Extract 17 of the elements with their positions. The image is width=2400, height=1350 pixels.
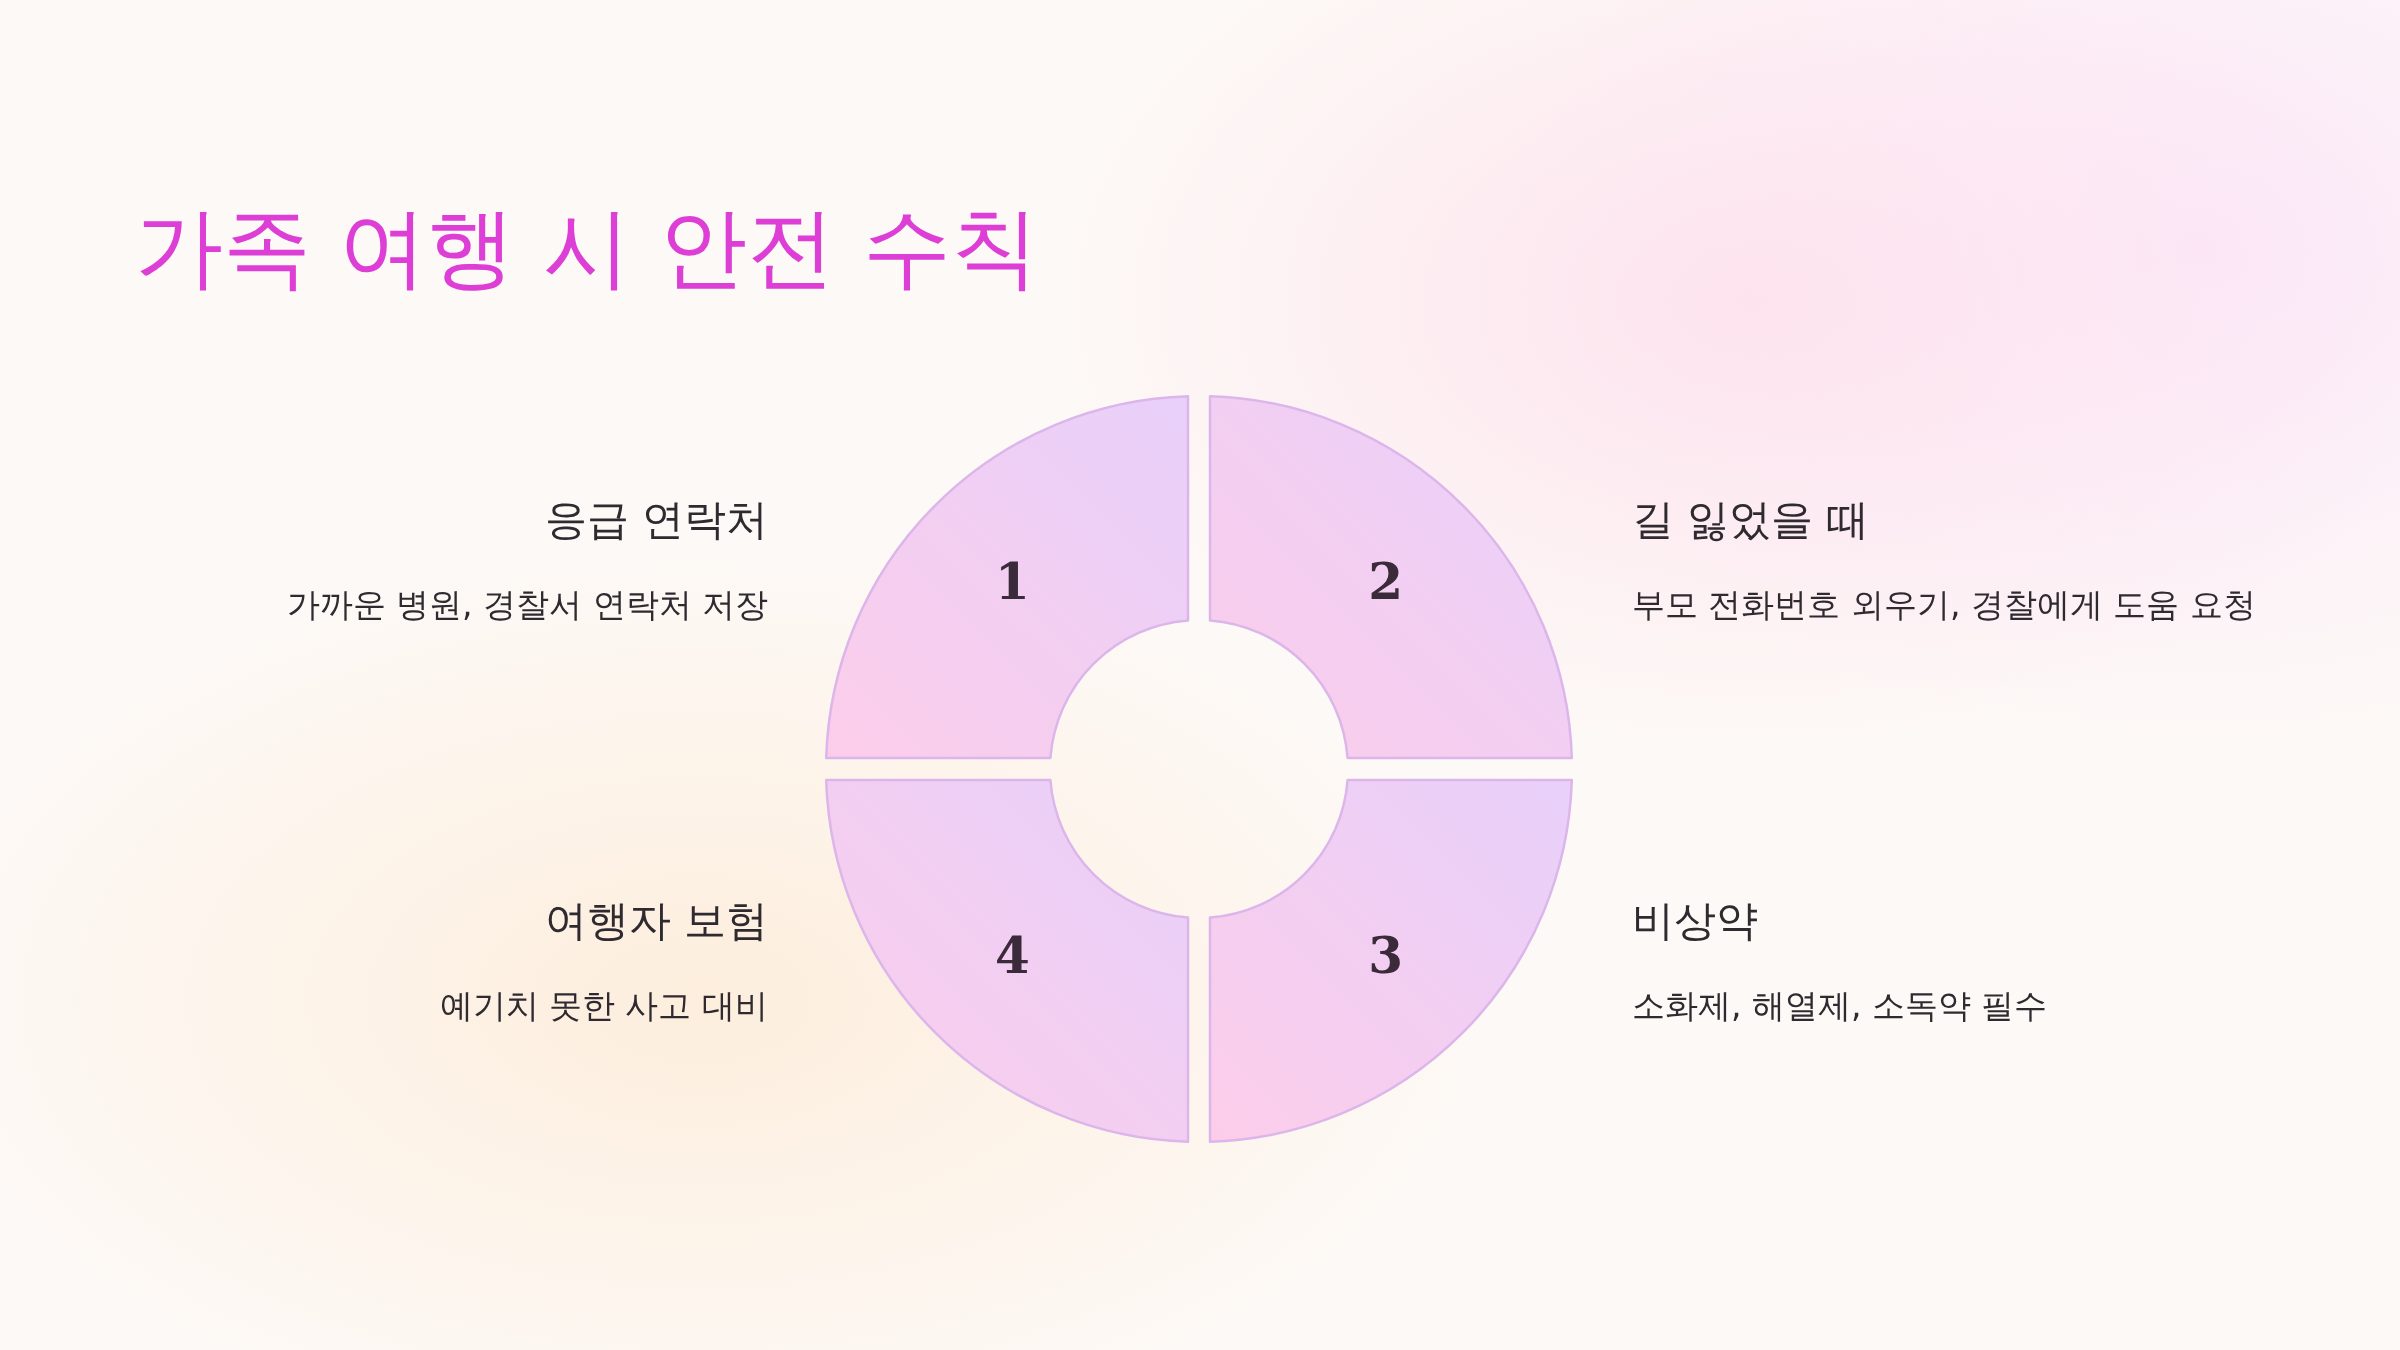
ring-segment	[826, 396, 1188, 758]
description: 예기치 못한 사고 대비	[439, 986, 768, 1026]
step-number: 2	[1368, 557, 1404, 608]
ring-segment	[826, 780, 1188, 1142]
step-number: 3	[1368, 930, 1404, 981]
ring-segment	[1210, 780, 1572, 1142]
step-number: 4	[994, 930, 1030, 981]
heading: 응급 연락처	[544, 495, 768, 546]
description: 가까운 병원, 경찰서 연락처 저장	[286, 585, 768, 625]
ring-segment	[1210, 396, 1572, 758]
description: 부모 전화번호 외우기, 경찰에게 도움 요청	[1632, 585, 2256, 625]
heading: 길 잃었을 때	[1632, 495, 1869, 546]
description: 소화제, 해열제, 소독약 필수	[1632, 986, 2048, 1026]
heading: 여행자 보험	[544, 896, 768, 947]
step-number: 1	[994, 557, 1030, 608]
heading: 비상약	[1632, 896, 1758, 947]
title: 가족 여행 시 안전 수칙	[135, 195, 1039, 301]
